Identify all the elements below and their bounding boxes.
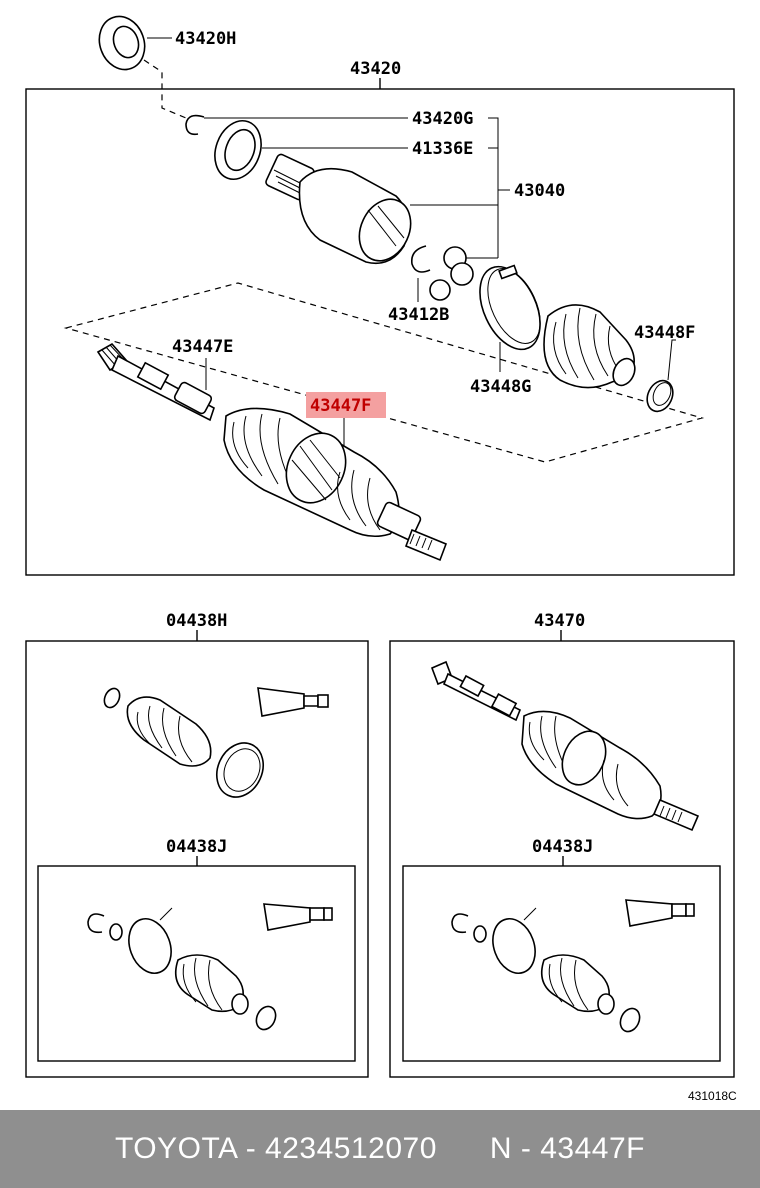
- footer-part-number: TOYOTA - 4234512070 N - 43447F: [114, 1132, 645, 1165]
- joint-housing-43040: [265, 153, 412, 265]
- kit-04438J-right-parts: [451, 899, 695, 1033]
- label-43420H: 43420H: [175, 29, 236, 49]
- boot-kit-outline: [63, 282, 705, 463]
- kit-box-04438H: [25, 640, 369, 1078]
- highlight-43447F: [306, 392, 386, 418]
- label-43447F: 43447F: [310, 396, 371, 416]
- parts-diagram: 43420H 43420 43420G 41336E 43040 43412B …: [25, 15, 737, 1103]
- label-43447E: 43447E: [172, 337, 233, 357]
- clamp-43448G: [479, 264, 541, 351]
- kit-04438J-left-parts: [87, 903, 333, 1031]
- clamp-43448F: [646, 379, 674, 413]
- label-43412B: 43412B: [388, 305, 449, 325]
- label-43420G: 43420G: [412, 109, 473, 129]
- drive-shaft: [96, 342, 215, 422]
- label-04438J-right: 04438J: [532, 837, 593, 857]
- boot-inner-43447F: [223, 407, 448, 562]
- shaft-43470: [430, 660, 700, 832]
- tripod-joint: [429, 246, 474, 301]
- footer-bar: TOYOTA - 4234512070 N - 43447F: [0, 1110, 760, 1188]
- snap-ring-43420G: [185, 114, 205, 136]
- label-43470: 43470: [534, 611, 585, 631]
- label-43448G: 43448G: [470, 377, 531, 397]
- kit-box-04438J-left: [37, 865, 356, 1062]
- boot-outer: [543, 304, 636, 389]
- snap-ring-43412B: [410, 245, 431, 273]
- kit-04438H-parts: [103, 687, 329, 798]
- label-04438H: 04438H: [166, 611, 227, 631]
- seal-41336E: [214, 120, 262, 180]
- diagram-reference: 431018C: [688, 1089, 737, 1103]
- label-41336E: 41336E: [412, 139, 473, 159]
- label-43448F: 43448F: [634, 323, 695, 343]
- label-04438J-left: 04438J: [166, 837, 227, 857]
- label-43420: 43420: [350, 59, 401, 79]
- seal-43420H: [98, 15, 146, 71]
- assembly-box-43470: [389, 640, 735, 1078]
- label-43040: 43040: [514, 181, 565, 201]
- kit-box-04438J-right: [402, 865, 721, 1062]
